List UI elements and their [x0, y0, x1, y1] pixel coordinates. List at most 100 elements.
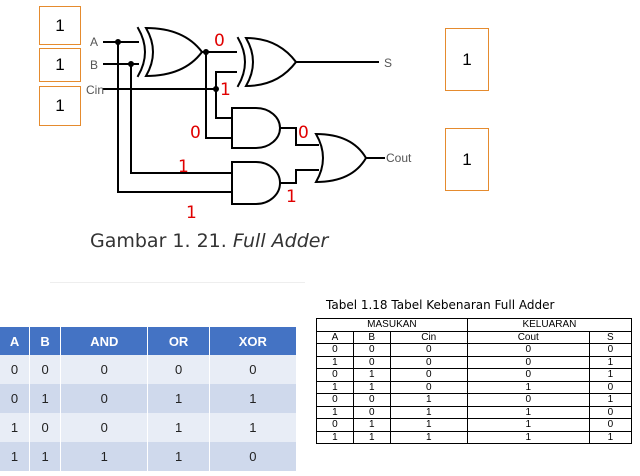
table-cell: 1 — [352, 368, 391, 382]
table-cell: 0 — [316, 343, 354, 357]
table-cell: 0 — [389, 380, 468, 394]
table-cell: 0 — [352, 405, 391, 419]
table-cell: 1 — [588, 355, 633, 369]
table-cell: 0 — [588, 405, 633, 419]
table-cell: 0 — [60, 355, 149, 384]
wire-value-and2-in-b: 1 — [178, 157, 189, 177]
table-cell: 0 — [466, 355, 590, 369]
table-cell: 1 — [466, 405, 590, 419]
table-cell: 1 — [0, 442, 31, 471]
input-label-cin: Cin — [86, 83, 104, 97]
table-cell: 1 — [147, 442, 210, 471]
column-header: Cin — [389, 330, 468, 344]
table-cell: 1 — [389, 418, 468, 432]
column-header: B — [352, 330, 391, 344]
table-cell: 0 — [0, 355, 31, 384]
full-adder-circuit: A B Cin S Cout 0 1 0 0 1 1 1 — [86, 26, 412, 223]
junction-dot — [213, 86, 219, 92]
table-cell: 0 — [352, 343, 391, 357]
output-label-cout: Cout — [386, 151, 412, 165]
table-cell: 1 — [147, 384, 210, 413]
group-header-row: MASUKAN KELUARAN — [316, 318, 633, 332]
table-row: 1 0 0 1 1 — [0, 413, 298, 442]
table-cell: 1 — [316, 430, 354, 444]
group-header-inputs: MASUKAN — [316, 318, 468, 332]
table-cell: 0 — [0, 384, 31, 413]
group-header-outputs: KELUARAN — [466, 318, 633, 332]
wire-value-and2-out: 1 — [286, 187, 297, 207]
table-cell: 0 — [316, 418, 354, 432]
table-cell: 0 — [389, 343, 468, 357]
table-cell: 0 — [60, 384, 149, 413]
output-box-s: 1 — [445, 28, 489, 91]
output-label-s: S — [384, 56, 392, 70]
table-cell: 1 — [60, 442, 149, 471]
logic-gate-table: A B AND OR XOR 0 0 0 0 0 0 1 0 1 1 1 0 0… — [0, 327, 298, 471]
table-cell: 0 — [209, 442, 298, 471]
input-label-b: B — [90, 58, 98, 72]
table-cell: 0 — [29, 355, 62, 384]
table-cell: 0 — [389, 355, 468, 369]
xor-gate-2 — [244, 36, 298, 88]
table-cell: 1 — [352, 380, 391, 394]
table-cell: 1 — [389, 430, 468, 444]
table-cell: 1 — [588, 430, 633, 444]
xor-gate-2-back — [236, 36, 246, 88]
table-cell: 0 — [60, 413, 149, 442]
table-row: 0 0 0 0 0 — [0, 355, 298, 384]
table-cell: 0 — [352, 355, 391, 369]
table-cell: 0 — [316, 393, 354, 407]
table-cell: 0 — [466, 368, 590, 382]
table-cell: 1 — [466, 380, 590, 394]
table-cell: 1 — [588, 393, 633, 407]
wire-and1-to-or — [279, 127, 319, 146]
wire-xor1-to-and1 — [205, 51, 233, 139]
column-header: XOR — [209, 327, 298, 355]
wire-a-to-and2 — [117, 41, 233, 193]
wire-value-and1-in: 0 — [190, 123, 201, 143]
wire-cin — [103, 71, 237, 90]
wire-value-and1-out: 0 — [298, 123, 309, 143]
and-gate-1 — [231, 107, 281, 149]
table-row: 0 1 0 1 1 — [0, 384, 298, 413]
junction-dot — [115, 39, 121, 45]
caption-title: Full Adder — [232, 230, 329, 252]
table-cell: 0 — [29, 413, 62, 442]
table-cell: 1 — [316, 355, 354, 369]
table-cell: 1 — [29, 384, 62, 413]
wire-value-and2-in-a: 1 — [186, 203, 197, 223]
wire-value-cin: 1 — [220, 80, 231, 100]
column-header: Cout — [466, 330, 590, 344]
wire-and2-to-or — [279, 169, 319, 184]
table-cell: 1 — [316, 380, 354, 394]
table-cell: 0 — [316, 368, 354, 382]
wire-b-to-and2 — [130, 63, 233, 174]
column-header: AND — [60, 327, 149, 355]
truth-table-title: Tabel 1.18 Tabel Kebenaran Full Adder — [326, 298, 555, 312]
table-cell: 1 — [147, 413, 210, 442]
column-header: A — [0, 327, 31, 355]
table-cell: 0 — [466, 343, 590, 357]
table-cell: 1 — [389, 405, 468, 419]
input-label-a: A — [90, 35, 98, 49]
table-header-row: A B AND OR XOR — [0, 327, 298, 355]
input-box-a: 1 — [39, 6, 81, 45]
and-gate-2 — [231, 161, 281, 205]
table-cell: 1 — [352, 430, 391, 444]
wire-value-xor1-out: 0 — [214, 31, 225, 51]
table-cell: 0 — [352, 393, 391, 407]
input-box-b: 1 — [39, 48, 81, 82]
table-cell: 0 — [466, 393, 590, 407]
table-cell: 0 — [147, 355, 210, 384]
or-gate — [314, 132, 368, 184]
table-cell: 1 — [588, 368, 633, 382]
table-cell: 0 — [588, 343, 633, 357]
input-box-cin: 1 — [39, 86, 81, 126]
